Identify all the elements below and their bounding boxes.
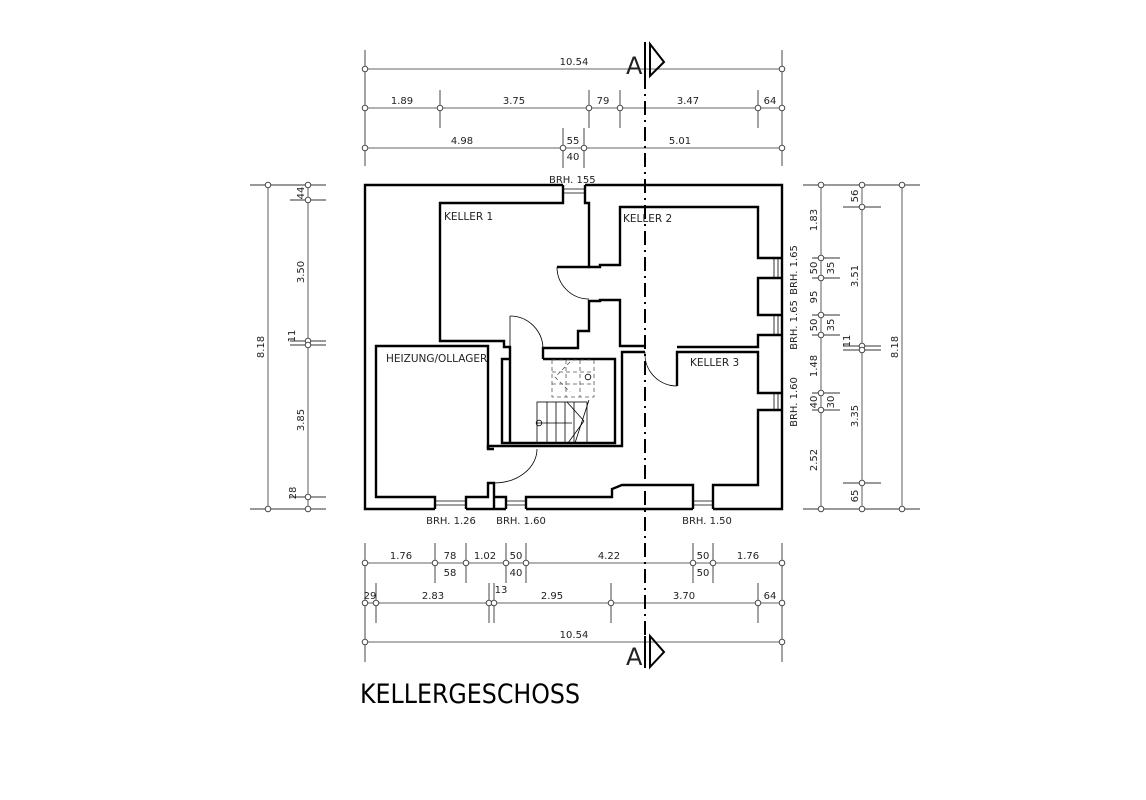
window-label: BRH. 1.60 (789, 377, 800, 427)
dim-label: 28 (288, 487, 299, 500)
window-label: BRH. 1.65 (789, 245, 800, 295)
dim-label: 3.85 (296, 409, 307, 431)
dim-label: 65 (850, 490, 861, 503)
dim-label: 5.01 (669, 136, 691, 147)
door-keller1 (556, 266, 590, 300)
dim-label: 50 (697, 551, 710, 562)
dim-label: 2.52 (809, 449, 820, 471)
room-label-keller3: KELLER 3 (690, 357, 739, 369)
dim-label: 11 (287, 330, 298, 343)
dim-label: 79 (597, 96, 610, 107)
dim-label: 4.98 (451, 136, 473, 147)
dim-label: 1.83 (809, 209, 820, 231)
dim-label: 44 (296, 187, 307, 200)
room-label-keller1: KELLER 1 (444, 211, 493, 223)
dim-label: 3.47 (677, 96, 699, 107)
section-marker-top: A (626, 52, 643, 80)
section-line-a: A A (626, 41, 666, 671)
dim-label: 95 (809, 291, 820, 304)
dim-label: 3.70 (673, 591, 695, 602)
dim-label: 1.76 (390, 551, 412, 562)
section-marker-bottom: A (626, 643, 643, 671)
dim-label: 55 (567, 136, 580, 147)
dim-label: 3.50 (296, 261, 307, 283)
dim-label: 3.75 (503, 96, 525, 107)
doors (493, 266, 678, 484)
dim-label: 2.95 (541, 591, 563, 602)
window-labels: BRH. 155 BRH. 1.65 BRH. 1.65 BRH. 1.60 B… (426, 175, 800, 527)
dim-label: 3.35 (850, 405, 861, 427)
dim-label: 35 (826, 262, 837, 275)
dim-label: 2.83 (422, 591, 444, 602)
dim-label: 64 (764, 591, 777, 602)
dim-label: 4.22 (598, 551, 620, 562)
dim-label: 40 (510, 568, 523, 579)
window-label: BRH. 1.65 (789, 300, 800, 350)
dim-label: 50 (697, 568, 710, 579)
dim-label: 30 (826, 396, 837, 409)
dim-label: 40 (809, 396, 820, 409)
room-labels: KELLER 1 KELLER 2 HEIZUNG/OLLAGER KELLER… (386, 211, 739, 369)
dim-label: 11 (842, 335, 853, 348)
window-label: BRH. 1.26 (426, 516, 476, 527)
door-stair (509, 315, 544, 350)
dim-label: 10.54 (560, 57, 589, 68)
drawing-title: KELLERGESCHOSS (360, 679, 580, 710)
dim-label: 8.18 (256, 336, 267, 358)
dim-label: 1.48 (809, 355, 820, 377)
dim-label: 50 (809, 262, 820, 275)
window-label: BRH. 1.50 (682, 516, 732, 527)
dim-label: 10.54 (560, 630, 589, 641)
dim-label: 8.18 (890, 336, 901, 358)
room-label-heizung: HEIZUNG/OLLAGER (386, 353, 487, 365)
dim-label: 3.51 (850, 265, 861, 287)
room-label-keller2: KELLER 2 (623, 213, 672, 225)
dim-label: 40 (567, 152, 580, 163)
bottom-dimensions: 1.76 78 58 1.02 50 40 4.22 50 50 1.76 29… (361, 543, 786, 662)
walls (363, 183, 784, 511)
staircase (535, 359, 595, 444)
dim-label: 29 (364, 591, 377, 602)
window-label: BRH. 1.60 (496, 516, 546, 527)
dim-label: 50 (510, 551, 523, 562)
dim-label: 35 (826, 319, 837, 332)
right-dimensions: 1.83 50 35 95 50 35 1.48 40 30 2.52 56 3… (803, 181, 920, 513)
dim-label: 1.02 (474, 551, 496, 562)
dim-label: 64 (764, 96, 777, 107)
door-keller3 (644, 351, 678, 387)
dim-label: 1.89 (391, 96, 413, 107)
left-dimensions: 8.18 44 3.50 11 3.85 28 (250, 181, 326, 513)
top-dimensions: 10.54 1.89 3.75 79 3.47 64 4.98 55 40 5.… (361, 50, 786, 168)
dim-label: 56 (850, 190, 861, 203)
door-heizung (493, 448, 538, 484)
dim-label: 78 (444, 551, 457, 562)
dim-label: 1.76 (737, 551, 759, 562)
dim-label: 50 (809, 319, 820, 332)
dim-label: 13 (495, 585, 508, 596)
dim-label: 58 (444, 568, 457, 579)
window-label: BRH. 155 (549, 175, 596, 186)
